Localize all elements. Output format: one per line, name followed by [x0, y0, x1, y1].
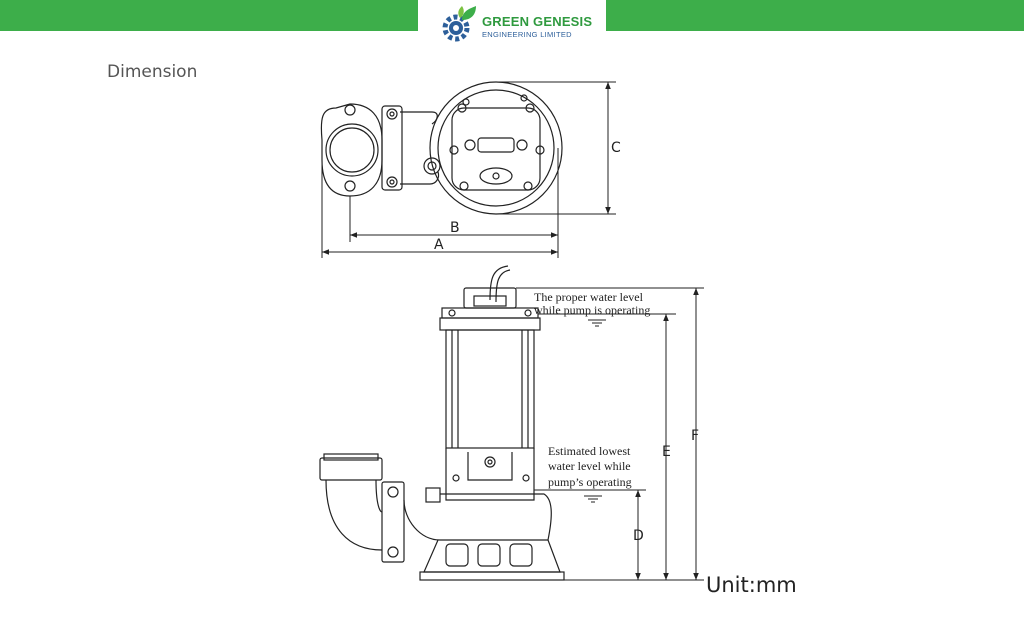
brand-tagline: ENGINEERING LIMITED [482, 30, 572, 39]
dim-label-c: C [611, 140, 621, 156]
brand-logo: GREEN GENESIS ENGINEERING LIMITED [418, 0, 606, 44]
unit-label: Unit:mm [706, 573, 797, 597]
dim-label-d: D [633, 528, 644, 544]
header-bar-right [606, 0, 1024, 31]
water-levels [534, 313, 676, 503]
dim-label-a: A [434, 237, 444, 253]
dim-label-b: B [450, 220, 460, 236]
brand-name: GREEN GENESIS [482, 14, 593, 29]
header-bar-left [0, 0, 418, 31]
note-lowest-level-line2: water level while [548, 459, 631, 473]
note-lowest-level-line1: Estimated lowest [548, 444, 631, 458]
dim-label-f: F [691, 428, 699, 444]
note-proper-level-line2: while pump is operating [534, 303, 650, 317]
gear-leaf-icon [442, 6, 476, 42]
note-lowest-level-line3: pump’s operating [548, 475, 632, 489]
top-view [320, 81, 563, 215]
side-view-dimensions [516, 287, 704, 581]
page-title: Dimension [107, 62, 198, 82]
dim-label-e: E [662, 444, 671, 460]
note-proper-level-line1: The proper water level [534, 290, 644, 304]
side-view [319, 265, 565, 581]
top-view-dimensions [321, 81, 616, 258]
